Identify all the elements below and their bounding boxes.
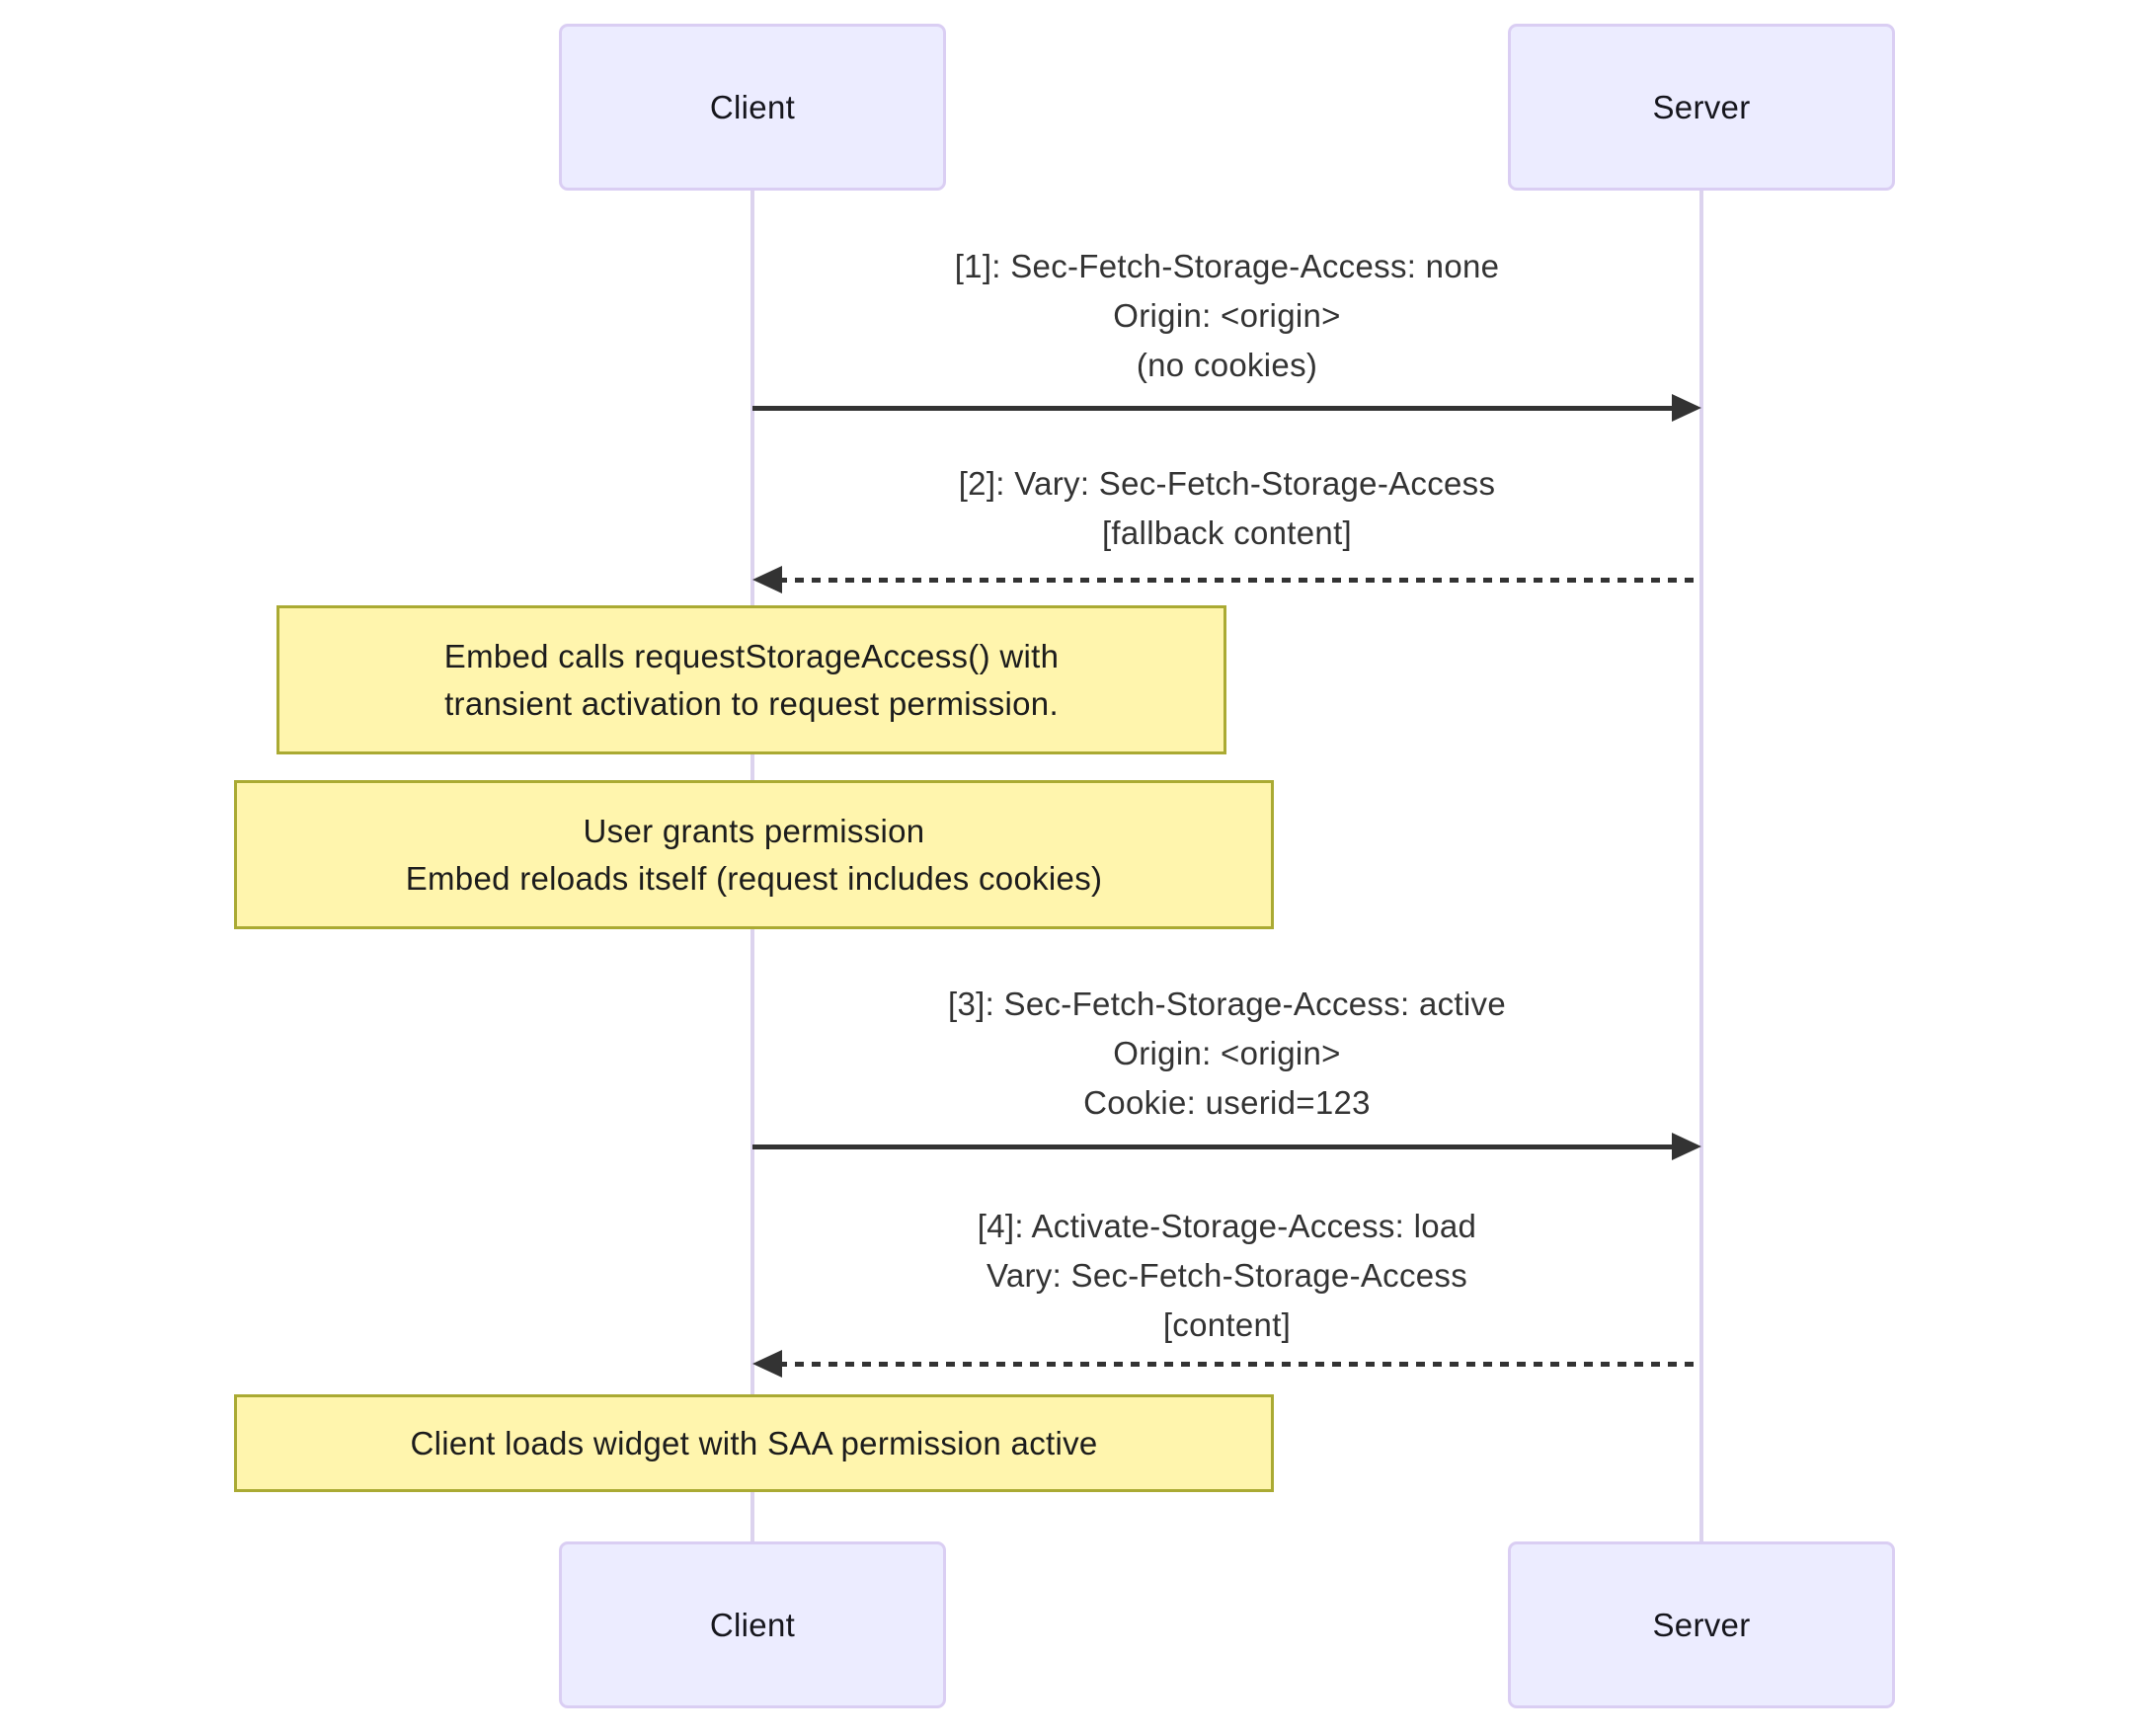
- actor-label-client: Client: [709, 1606, 796, 1643]
- message-line: [1]: Sec-Fetch-Storage-Access: none: [954, 248, 1500, 284]
- actor-box-server-bottom: Server: [1508, 1541, 1895, 1708]
- arrowhead-left-icon: [752, 566, 782, 593]
- arrow-line: [752, 1144, 1676, 1149]
- message-line: (no cookies): [1136, 347, 1318, 383]
- arrowhead-right-icon: [1672, 394, 1701, 422]
- arrow-dashed-line: [778, 1362, 1701, 1367]
- message-line: [3]: Sec-Fetch-Storage-Access: active: [948, 986, 1506, 1022]
- message-line: [fallback content]: [1101, 514, 1353, 551]
- note-line: Embed reloads itself (request includes c…: [405, 859, 1103, 897]
- message-line: [content]: [1162, 1306, 1292, 1343]
- message-4-arrow: [752, 1350, 1701, 1378]
- note-client-loads-widget: Client loads widget with SAA permission …: [234, 1394, 1274, 1492]
- message-2-label: [2]: Vary: Sec-Fetch-Storage-Access [fal…: [752, 459, 1701, 558]
- message-line: Vary: Sec-Fetch-Storage-Access: [986, 1257, 1468, 1294]
- note-user-grants-permission: User grants permission Embed reloads its…: [234, 780, 1274, 929]
- message-1-label: [1]: Sec-Fetch-Storage-Access: none Orig…: [752, 242, 1701, 390]
- note-request-storage-access: Embed calls requestStorageAccess() with …: [276, 605, 1226, 754]
- message-line: Origin: <origin>: [1113, 1035, 1341, 1071]
- message-line: [2]: Vary: Sec-Fetch-Storage-Access: [958, 465, 1496, 502]
- message-3-label: [3]: Sec-Fetch-Storage-Access: active Or…: [752, 980, 1701, 1128]
- message-line: Origin: <origin>: [1113, 297, 1341, 334]
- note-line: Client loads widget with SAA permission …: [410, 1424, 1098, 1461]
- actor-label-server: Server: [1652, 1606, 1751, 1643]
- note-line: transient activation to request permissi…: [444, 684, 1059, 722]
- arrowhead-left-icon: [752, 1350, 782, 1378]
- message-2-arrow: [752, 566, 1701, 593]
- message-4-label: [4]: Activate-Storage-Access: load Vary:…: [752, 1202, 1701, 1350]
- message-1-arrow: [752, 394, 1701, 422]
- lifeline-server: [1699, 191, 1703, 1541]
- actor-box-client-bottom: Client: [559, 1541, 946, 1708]
- actor-label-server: Server: [1652, 88, 1751, 125]
- note-line: User grants permission: [583, 812, 925, 849]
- message-line: Cookie: userid=123: [1083, 1084, 1371, 1121]
- note-line: Embed calls requestStorageAccess() with: [443, 637, 1060, 674]
- message-3-arrow: [752, 1133, 1701, 1160]
- arrowhead-right-icon: [1672, 1133, 1701, 1160]
- actor-label-client: Client: [709, 88, 796, 125]
- actor-box-server-top: Server: [1508, 24, 1895, 191]
- actor-box-client-top: Client: [559, 24, 946, 191]
- message-line: [4]: Activate-Storage-Access: load: [977, 1208, 1477, 1244]
- arrow-line: [752, 406, 1676, 411]
- arrow-dashed-line: [778, 578, 1701, 583]
